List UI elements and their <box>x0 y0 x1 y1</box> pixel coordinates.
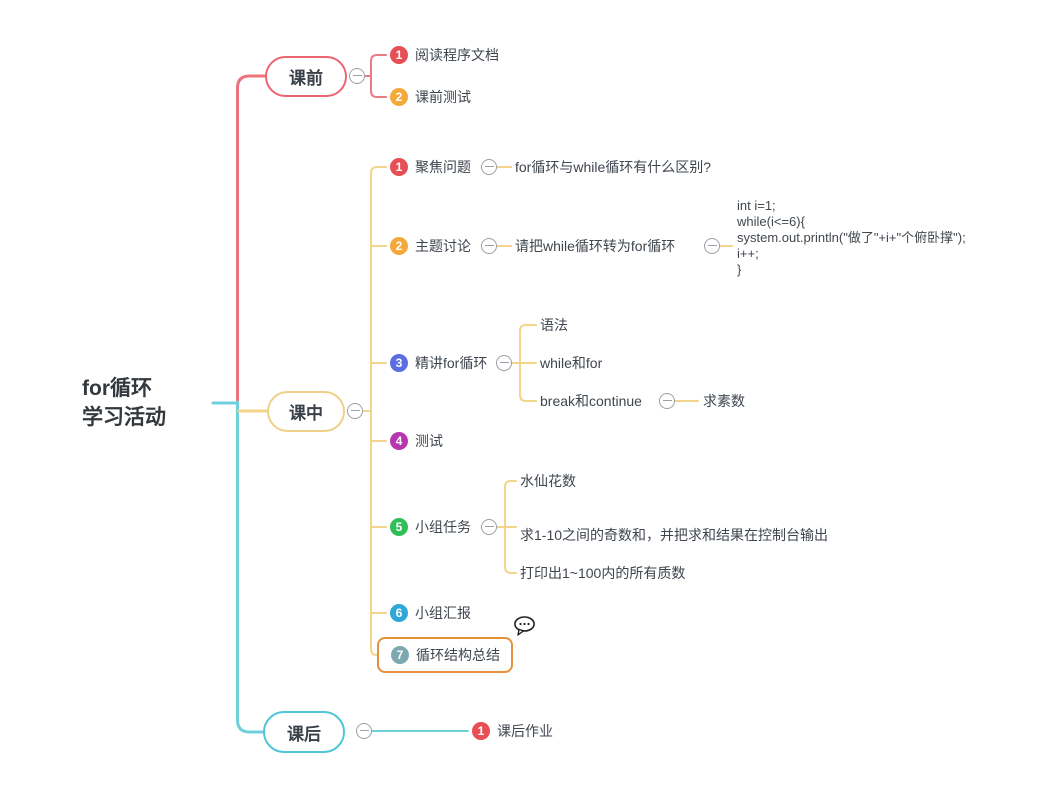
topic-label: 小组任务 <box>415 519 471 535</box>
number-badge: 4 <box>390 432 408 450</box>
collapse-icon[interactable] <box>481 159 497 175</box>
branch-in-class[interactable]: 课中 <box>267 391 345 432</box>
number-badge: 2 <box>390 237 408 255</box>
subtopic-break-continue[interactable]: break和continue <box>540 393 642 409</box>
topic-group-report[interactable]: 6 小组汇报 <box>390 604 471 622</box>
number-badge: 2 <box>390 88 408 106</box>
number-badge: 1 <box>390 46 408 64</box>
collapse-icon[interactable] <box>356 723 372 739</box>
subtopic-narcissistic-number[interactable]: 水仙花数 <box>520 473 576 489</box>
subtopic-syntax[interactable]: 语法 <box>540 317 568 333</box>
subtopic-while-vs-for[interactable]: while和for <box>540 355 603 371</box>
topic-label: 课后作业 <box>497 723 553 739</box>
topic-test[interactable]: 4 测试 <box>390 432 443 450</box>
branch-pre-class[interactable]: 课前 <box>265 56 347 97</box>
topic-discussion[interactable]: 2 主题讨论 <box>390 237 471 255</box>
topic-for-loop-lecture[interactable]: 3 精讲for循环 <box>390 354 487 372</box>
root-topic[interactable]: for循环 学习活动 <box>82 377 166 429</box>
topic-focus-question[interactable]: 1 聚焦问题 <box>390 158 471 176</box>
topic-label: 循环结构总结 <box>416 647 500 663</box>
topic-loop-summary[interactable]: 7 循环结构总结 <box>391 646 500 664</box>
subtopic-print-primes[interactable]: 打印出1~100内的所有质数 <box>520 565 686 581</box>
number-badge: 1 <box>390 158 408 176</box>
topic-focus-question-detail[interactable]: for循环与while循环有什么区别? <box>515 159 712 175</box>
topic-discussion-detail[interactable]: 请把while循环转为for循环 <box>515 238 676 254</box>
number-badge: 3 <box>390 354 408 372</box>
topic-label: 精讲for循环 <box>415 355 488 371</box>
topic-label: 小组汇报 <box>415 605 471 621</box>
topic-label: 测试 <box>415 433 443 449</box>
number-badge: 7 <box>391 646 409 664</box>
collapse-icon[interactable] <box>349 68 365 84</box>
collapse-icon[interactable] <box>347 403 363 419</box>
topic-homework[interactable]: 1 课后作业 <box>472 722 553 740</box>
collapse-icon[interactable] <box>496 355 512 371</box>
number-badge: 1 <box>472 722 490 740</box>
collapse-icon[interactable] <box>481 519 497 535</box>
topic-label: 阅读程序文档 <box>415 47 499 63</box>
collapse-icon[interactable] <box>481 238 497 254</box>
topic-pre-test[interactable]: 2 课前测试 <box>390 88 471 106</box>
topic-label: 课前测试 <box>415 89 471 105</box>
number-badge: 6 <box>390 604 408 622</box>
number-badge: 5 <box>390 518 408 536</box>
collapse-icon[interactable] <box>704 238 720 254</box>
subtopic-odd-sum[interactable]: 求1-10之间的奇数和，并把求和结果在控制台输出 <box>520 527 829 543</box>
subtopic-prime-numbers[interactable]: 求素数 <box>703 393 745 409</box>
topic-read-docs[interactable]: 1 阅读程序文档 <box>390 46 499 64</box>
comment-icon[interactable] <box>513 615 537 638</box>
collapse-icon[interactable] <box>659 393 675 409</box>
code-snippet[interactable]: int i=1; while(i<=6){ system.out.println… <box>737 198 966 277</box>
topic-label: 聚焦问题 <box>415 159 471 175</box>
branch-post-class[interactable]: 课后 <box>263 711 345 753</box>
topic-label: 主题讨论 <box>415 238 471 254</box>
topic-group-task[interactable]: 5 小组任务 <box>390 518 471 536</box>
